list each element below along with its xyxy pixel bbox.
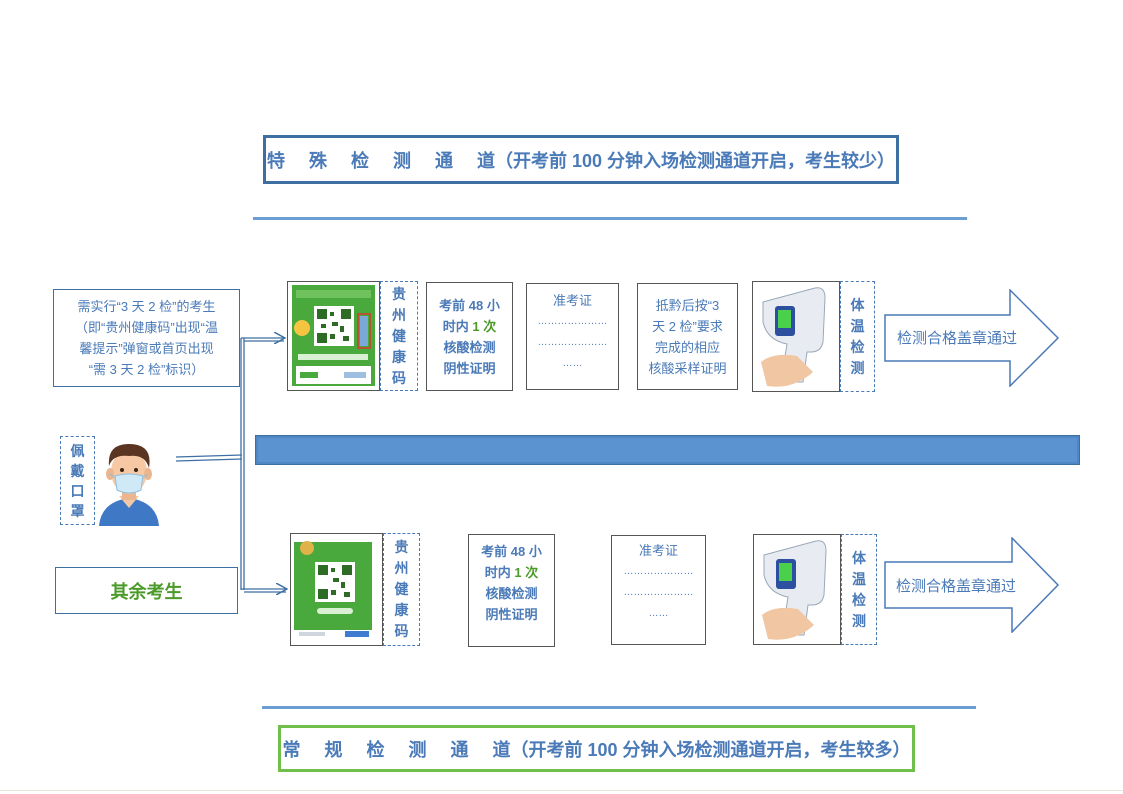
dots-line: ………………… [537, 316, 608, 327]
label-char: 罩 [70, 502, 85, 519]
health-code-card-special [287, 281, 380, 391]
label-char: 佩 [70, 442, 85, 459]
page-bottom-rule [0, 790, 1123, 791]
title-char: 道 [492, 739, 511, 760]
label-char: 体 [850, 296, 865, 313]
label-char: 温 [852, 570, 866, 587]
title-char: 道 [476, 150, 495, 171]
label-char: 检 [852, 591, 866, 608]
label-char: 戴 [70, 462, 85, 479]
person-with-mask-icon [95, 438, 163, 526]
dots-line: ………………… [623, 566, 694, 577]
dots-line: …… [562, 358, 583, 369]
divider-bottom [262, 706, 976, 709]
dots-line: ………………… [537, 337, 608, 348]
admission-ticket-title: 准考证 [638, 543, 678, 558]
thermometer-card-special [752, 281, 840, 392]
nucleic-line: 考前 48 小 [481, 544, 542, 559]
divider-top [253, 217, 967, 220]
right-arrow-icon [884, 537, 1060, 633]
title-char: 通 [434, 150, 453, 171]
proof-line: 核酸采样证明 [648, 360, 727, 376]
title-char: 殊 [308, 150, 327, 171]
right-arrow-icon [884, 289, 1060, 387]
health-code-label-regular: 贵 州 健 康 码 [383, 533, 420, 646]
proof-line: 抵黔后按“3 [655, 297, 720, 313]
label-char: 康 [392, 348, 406, 365]
label-char: 温 [850, 317, 865, 334]
label-char: 测 [852, 612, 866, 629]
admission-ticket-box-regular: 准考证 ………………… ………………… …… [611, 535, 706, 645]
infrared-thermometer-icon [753, 282, 839, 391]
title-suffix: （开考前 100 分钟入场检测通道开启，考生较多） [510, 739, 911, 760]
pass-label-regular: 检测合格盖章通过 [896, 578, 1017, 595]
health-qr-code-icon [294, 541, 378, 642]
admission-ticket-title: 准考证 [552, 293, 592, 308]
health-code-card-regular [290, 533, 383, 646]
temperature-label-special: 体 温 检 测 [840, 281, 875, 392]
nucleic-line: 阴性证明 [485, 607, 538, 622]
admission-ticket-box-special: 准考证 ………………… ………………… …… [526, 283, 619, 390]
title-char: 特 [266, 150, 285, 171]
label-char: 测 [850, 359, 865, 376]
title-char: 检 [366, 739, 385, 760]
label-char: 健 [392, 327, 406, 344]
proof-line: 天 2 检”要求 [652, 318, 723, 334]
nucleic-line-2: 时内 1 次 [484, 565, 539, 580]
label-char: 州 [392, 306, 406, 323]
label-char: 码 [392, 369, 406, 386]
label-char: 贵 [394, 539, 409, 555]
label-char: 检 [850, 338, 865, 355]
label-char: 州 [394, 560, 409, 576]
dots-line: ………………… [623, 587, 694, 598]
infrared-thermometer-icon [754, 535, 840, 644]
title-char: 规 [324, 739, 343, 760]
title-char: 测 [392, 150, 411, 171]
nucleic-line: 核酸检测 [443, 339, 496, 355]
title-char: 通 [450, 739, 469, 760]
title-char: 测 [408, 739, 427, 760]
mask-label: 佩 戴 口 罩 [60, 436, 95, 525]
title-char: 常 [282, 739, 301, 760]
label-char: 口 [70, 482, 85, 499]
proof-line: 完成的相应 [654, 339, 720, 355]
special-examinee-note: 需实行“3 天 2 检”的考生 （即“贵州健康码”出现“温 馨提示”弹窗或首页出… [53, 289, 240, 387]
other-examinees-box: 其余考生 [55, 567, 238, 614]
note-line: 需实行“3 天 2 检”的考生 [77, 299, 216, 314]
regular-channel-title: 常 规 检 测 通 道 （开考前 100 分钟入场检测通道开启，考生较多） [278, 725, 915, 772]
nucleic-line: 核酸检测 [485, 586, 538, 601]
label-char: 健 [394, 581, 409, 597]
health-code-label-special: 贵 州 健 康 码 [380, 281, 418, 391]
channel-separator-band [255, 435, 1080, 465]
nucleic-test-box-regular: 考前 48 小 时内 1 次 核酸检测 阴性证明 [468, 534, 555, 647]
temperature-label-regular: 体 温 检 测 [841, 534, 877, 645]
other-examinees-label: 其余考生 [110, 581, 183, 602]
label-char: 码 [394, 623, 409, 639]
note-line: “需 3 天 2 检”标识） [88, 362, 205, 377]
special-channel-title: 特 殊 检 测 通 道 （开考前 100 分钟入场检测通道开启，考生较少） [263, 135, 899, 184]
nucleic-test-box-special: 考前 48 小 时内 1 次 核酸检测 阴性证明 [426, 282, 513, 391]
thermometer-card-regular [753, 534, 841, 645]
health-qr-code-icon [292, 285, 375, 386]
guizhou-proof-box: 抵黔后按“3 天 2 检”要求 完成的相应 核酸采样证明 [637, 283, 738, 390]
note-line: （即“贵州健康码”出现“温 [75, 320, 218, 335]
dots-line: …… [648, 608, 669, 619]
pass-label-special: 检测合格盖章通过 [897, 330, 1018, 347]
title-char: 检 [350, 150, 369, 171]
label-char: 贵 [392, 285, 406, 302]
nucleic-line: 阴性证明 [443, 360, 496, 376]
nucleic-line-2: 时内 1 次 [442, 318, 497, 334]
note-line: 馨提示”弹窗或首页出现 [79, 341, 214, 356]
label-char: 康 [394, 602, 409, 618]
nucleic-line: 考前 48 小 [439, 297, 500, 313]
label-char: 体 [852, 549, 866, 566]
title-suffix: （开考前 100 分钟入场检测通道开启，考生较少） [494, 150, 896, 171]
